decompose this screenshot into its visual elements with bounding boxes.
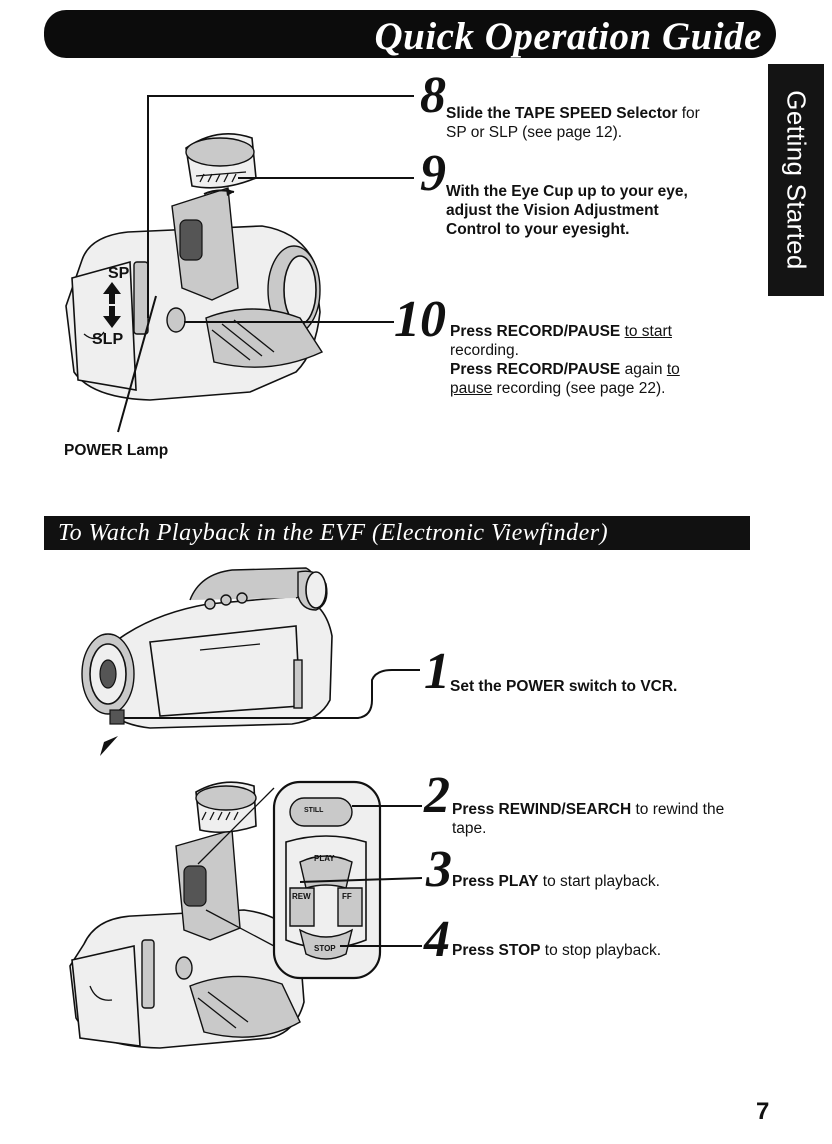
section-heading: To Watch Playback in the EVF (Electronic… — [58, 516, 608, 550]
step-2-text: Press REWIND/SEARCH to rewind the tape. — [452, 800, 724, 838]
step-4-rest: to stop playback. — [540, 942, 661, 959]
step-8-bold: Slide the TAPE SPEED Selector — [446, 105, 677, 122]
play-label: PLAY — [314, 854, 335, 863]
step-4-bold: Press STOP — [452, 942, 540, 959]
step-10-link: to start — [625, 323, 672, 340]
step-2-bold: Press REWIND/SEARCH — [452, 801, 631, 818]
step-10-line2: recording. — [450, 342, 519, 359]
step-10-text: Press RECORD/PAUSE to start recording. P… — [450, 322, 680, 398]
step-number: 9 — [420, 150, 446, 198]
step-3-bold: Press PLAY — [452, 873, 538, 890]
step-number: 4 — [424, 916, 450, 964]
step-10-link-3: pause — [450, 380, 492, 397]
step-10-link-2: to — [667, 361, 680, 378]
camcorder-record-illustration — [0, 0, 832, 470]
step-3-text: Press PLAY to start playback. — [452, 872, 660, 891]
step-10-bold-2: Press RECORD/PAUSE — [450, 361, 620, 378]
step-3-rest: to start playback. — [538, 873, 659, 890]
page-number: 7 — [756, 1098, 769, 1126]
step-10-rest-2: recording (see page 22). — [492, 380, 665, 397]
step-number: 10 — [394, 296, 446, 344]
step-8-line2: SP or SLP (see page 12). — [446, 124, 622, 141]
step-2-rest: to rewind the — [631, 801, 724, 818]
power-lamp-label: POWER Lamp — [64, 442, 168, 460]
stop-label: STOP — [314, 944, 336, 953]
step-number: 2 — [424, 772, 450, 820]
step-9-line2: adjust the Vision Adjustment — [446, 202, 659, 219]
step-10-rest: again — [620, 361, 667, 378]
step-1-text: Set the POWER switch to VCR. — [450, 677, 677, 696]
step-number: 1 — [424, 648, 450, 696]
step-number: 3 — [426, 846, 452, 894]
step-10-bold: Press RECORD/PAUSE — [450, 323, 620, 340]
still-label: STILL — [304, 807, 323, 814]
step-9-line3: Control to your eyesight. — [446, 221, 629, 238]
step-number: 8 — [420, 72, 446, 120]
step-8-text: Slide the TAPE SPEED Selector for SP or … — [446, 104, 700, 142]
step-9-line1: With the Eye Cup up to your eye, — [446, 183, 688, 200]
sp-label: SP — [108, 265, 129, 283]
rew-label: REW — [292, 892, 311, 901]
step-1-bold: Set the POWER switch to VCR. — [450, 678, 677, 695]
step-4-text: Press STOP to stop playback. — [452, 941, 661, 960]
step-8-rest: for — [677, 105, 699, 122]
ff-label: FF — [342, 892, 352, 901]
step-2-line2: tape. — [452, 820, 486, 837]
step-9-text: With the Eye Cup up to your eye, adjust … — [446, 182, 688, 239]
slp-label: SLP — [92, 331, 123, 349]
